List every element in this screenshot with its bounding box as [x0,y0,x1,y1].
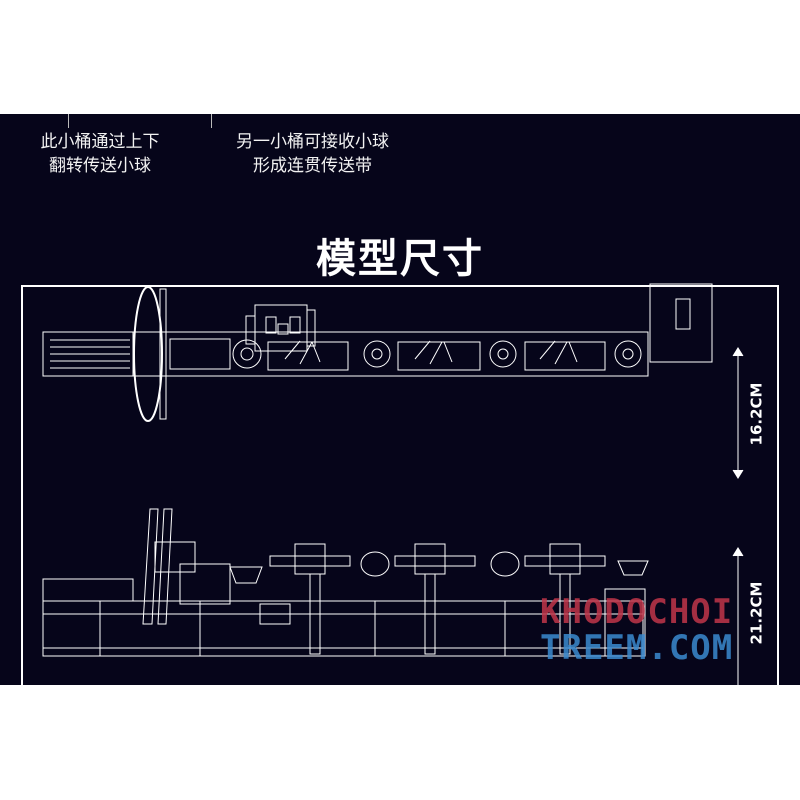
watermark-line2: TREEM.COM [540,628,734,668]
caption-bucket-receive: 另一小桶可接收小球 形成连贯传送带 [205,130,420,178]
model-drawing [21,283,779,685]
drawing-frame [21,285,779,685]
height-dimension-label: 21.2CM [747,581,766,645]
control-box-top-view [245,304,316,352]
height-dimension-arrow [732,547,744,685]
page-title: 模型尺寸 [316,236,484,282]
side-view-model [42,508,649,657]
caption-bucket-flip: 此小桶通过上下 翻转传送小球 [14,130,186,178]
width-dimension-label: 16.2CM [747,382,766,446]
top-view-model [42,283,713,422]
width-dimension-arrow [732,347,744,479]
diagram-panel: 此小桶通过上下 翻转传送小球 另一小桶可接收小球 形成连贯传送带 模型尺寸 [0,114,800,685]
caption-line: 此小桶通过上下 [40,132,160,152]
caption-line: 形成连贯传送带 [253,156,372,176]
caption-line: 另一小桶可接收小球 [236,132,389,152]
caption-leader-line [68,114,69,128]
watermark-line1: KHODOCHOI [540,592,734,632]
caption-leader-line [211,114,212,128]
caption-line: 翻转传送小球 [49,156,151,176]
